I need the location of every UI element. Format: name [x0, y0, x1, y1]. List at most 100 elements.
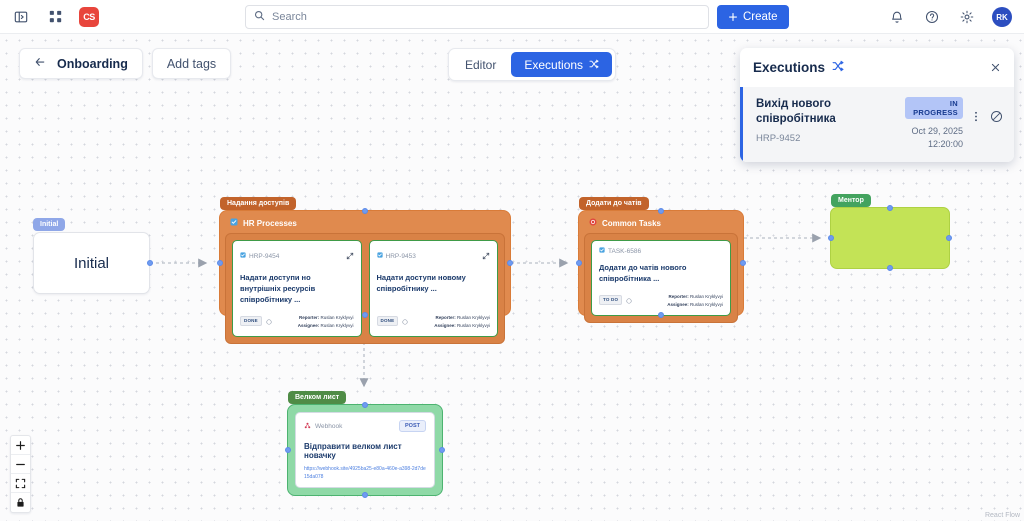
task-card-key-group: HRP-9454 [240, 252, 279, 260]
close-icon[interactable] [990, 61, 1001, 75]
execution-info: Вихід нового співробітника HRP-9452 [756, 97, 897, 144]
dots-vertical-icon[interactable] [971, 110, 981, 128]
node-group-hr-header: HR Processes [225, 216, 505, 233]
assignee-label: Assignee: [297, 322, 320, 328]
reporter-label: Reporter: [668, 294, 689, 300]
task-card-status-group: DONE [376, 312, 409, 330]
node-webhook-card[interactable]: Webhook POST Відправити велком лист нова… [295, 412, 435, 488]
node-initial-tag: Initial [33, 218, 66, 231]
task-card-title: Додати до чатів нового співробітника ... [599, 263, 687, 283]
arrow-left-icon[interactable] [34, 56, 46, 71]
task-card-bottom: DONE Reporter: Ruslan Kryklyvyi Assignee… [240, 306, 354, 330]
node-handle-left[interactable] [285, 447, 291, 453]
status-badge: DONE [376, 315, 399, 326]
grid-apps-icon[interactable] [45, 7, 65, 27]
check-square-icon [230, 218, 238, 228]
node-handle-bottom[interactable] [887, 265, 893, 271]
node-handle-right[interactable] [147, 260, 153, 266]
status-badge: TO DO [599, 294, 623, 305]
execution-meta: IN PROGRESS Oct 29, 2025 12:20:00 [904, 97, 963, 151]
lock-icon[interactable] [11, 493, 30, 512]
app-header: CS Create [0, 0, 1024, 34]
task-card[interactable]: HRP-9453 Надати доступи новому співробіт… [368, 240, 498, 337]
node-handle-top[interactable] [658, 208, 664, 214]
view-tabs: Editor Executions [448, 48, 617, 81]
task-card-bottom: DONE Reporter: Ruslan Kryklyvyi Assignee… [376, 306, 490, 330]
plus-icon[interactable] [11, 436, 30, 455]
node-handle-bottom[interactable] [658, 312, 664, 318]
node-initial[interactable]: Initial Initial [33, 218, 153, 294]
reporter-name: Ruslan Kryklyvyi [456, 315, 490, 321]
fit-view-icon[interactable] [11, 474, 30, 493]
node-handle-right[interactable] [439, 447, 445, 453]
gear-icon[interactable] [957, 7, 977, 27]
node-initial-box[interactable]: Initial [33, 232, 150, 294]
node-handle-bottom[interactable] [362, 312, 368, 318]
node-group-common-tasks[interactable]: Додати до чатів Common Tasks [576, 197, 746, 323]
node-group-hr-processes[interactable]: Надання доступів HR Processes [217, 197, 513, 344]
expand-icon[interactable] [482, 247, 490, 265]
flow-attribution[interactable]: React Flow [984, 512, 1020, 519]
tab-editor[interactable]: Editor [452, 52, 509, 77]
executions-panel-title: Executions [753, 60, 826, 75]
expand-icon[interactable] [346, 247, 354, 265]
task-card[interactable]: HRP-9454 Надати доступи но внутрішніх ре… [232, 240, 362, 337]
search-input[interactable] [272, 11, 700, 23]
panel-left-icon[interactable] [11, 7, 31, 27]
task-card-top: HRP-9453 [376, 247, 491, 265]
assignee-label: Assignee: [667, 302, 689, 308]
minus-icon[interactable] [11, 455, 30, 474]
node-handle-left[interactable] [828, 235, 834, 241]
node-group-hr-title: HR Processes [243, 218, 297, 228]
task-card-key: TASK-6586 [608, 247, 642, 255]
check-square-icon [376, 252, 383, 260]
assignee-name: Ruslan Kryklyvyi [456, 322, 490, 328]
node-webhook-name-group: Webhook [304, 422, 342, 431]
task-card-title: Надати доступи но внутрішніх ресурсів сп… [240, 273, 316, 304]
project-back-pill[interactable]: Onboarding [19, 48, 143, 79]
search-bar[interactable] [245, 5, 709, 29]
node-handle-top[interactable] [362, 208, 368, 214]
node-webhook-tag: Велком лист [288, 391, 347, 404]
tab-executions[interactable]: Executions [511, 52, 613, 77]
node-group-hr-tag: Надання доступів [220, 197, 297, 210]
search-icon [254, 8, 265, 26]
node-webhook-url[interactable]: https://webhook.site/4925ba25-e80a-460e-… [304, 466, 426, 480]
execution-key: HRP-9452 [756, 132, 801, 144]
node-handle-right[interactable] [740, 260, 746, 266]
flow-canvas[interactable]: Onboarding Add tags Editor Executions [0, 34, 1024, 521]
node-mentor[interactable]: Ментор [828, 194, 952, 271]
bell-icon[interactable] [887, 7, 907, 27]
node-group-common-header: Common Tasks [584, 216, 738, 233]
check-square-icon [599, 247, 605, 255]
node-initial-label: Initial [73, 254, 110, 272]
help-circle-icon[interactable] [922, 7, 942, 27]
node-handle-right[interactable] [507, 260, 513, 266]
reporter-label: Reporter: [298, 315, 320, 321]
execution-time: 12:20:00 [927, 139, 963, 150]
execution-row[interactable]: Вихід нового співробітника HRP-9452 IN P… [740, 87, 1014, 163]
node-webhook-title: Відправити велком лист новачку [304, 442, 402, 460]
task-card-top: HRP-9454 [240, 247, 354, 265]
tab-editor-label: Editor [465, 57, 497, 72]
task-card-people: Reporter: Ruslan Kryklyvyi Assignee: Rus… [667, 293, 723, 308]
node-handle-bottom[interactable] [362, 492, 368, 498]
node-mentor-tag: Ментор [831, 194, 871, 207]
assignee-name: Ruslan Kryklyvyi [320, 322, 354, 328]
node-handle-left[interactable] [217, 260, 223, 266]
ban-circle-icon[interactable] [990, 110, 1003, 128]
node-group-common-inner: TASK-6586 Додати до чатів нового співроб… [584, 233, 738, 323]
node-handle-left[interactable] [576, 260, 582, 266]
execution-actions [971, 97, 1003, 128]
create-button[interactable]: Create [717, 5, 789, 29]
add-tags-button[interactable]: Add tags [151, 48, 232, 79]
task-card-status-group: TO DO [599, 291, 632, 309]
avatar[interactable]: RK [992, 7, 1012, 27]
node-webhook[interactable]: Велком лист Webhook POST Відправити велк… [285, 391, 445, 498]
node-handle-right[interactable] [946, 235, 952, 241]
node-handle-top[interactable] [362, 402, 368, 408]
task-card[interactable]: TASK-6586 Додати до чатів нового співроб… [591, 240, 731, 316]
app-logo[interactable]: CS [79, 6, 99, 27]
node-handle-top[interactable] [887, 205, 893, 211]
